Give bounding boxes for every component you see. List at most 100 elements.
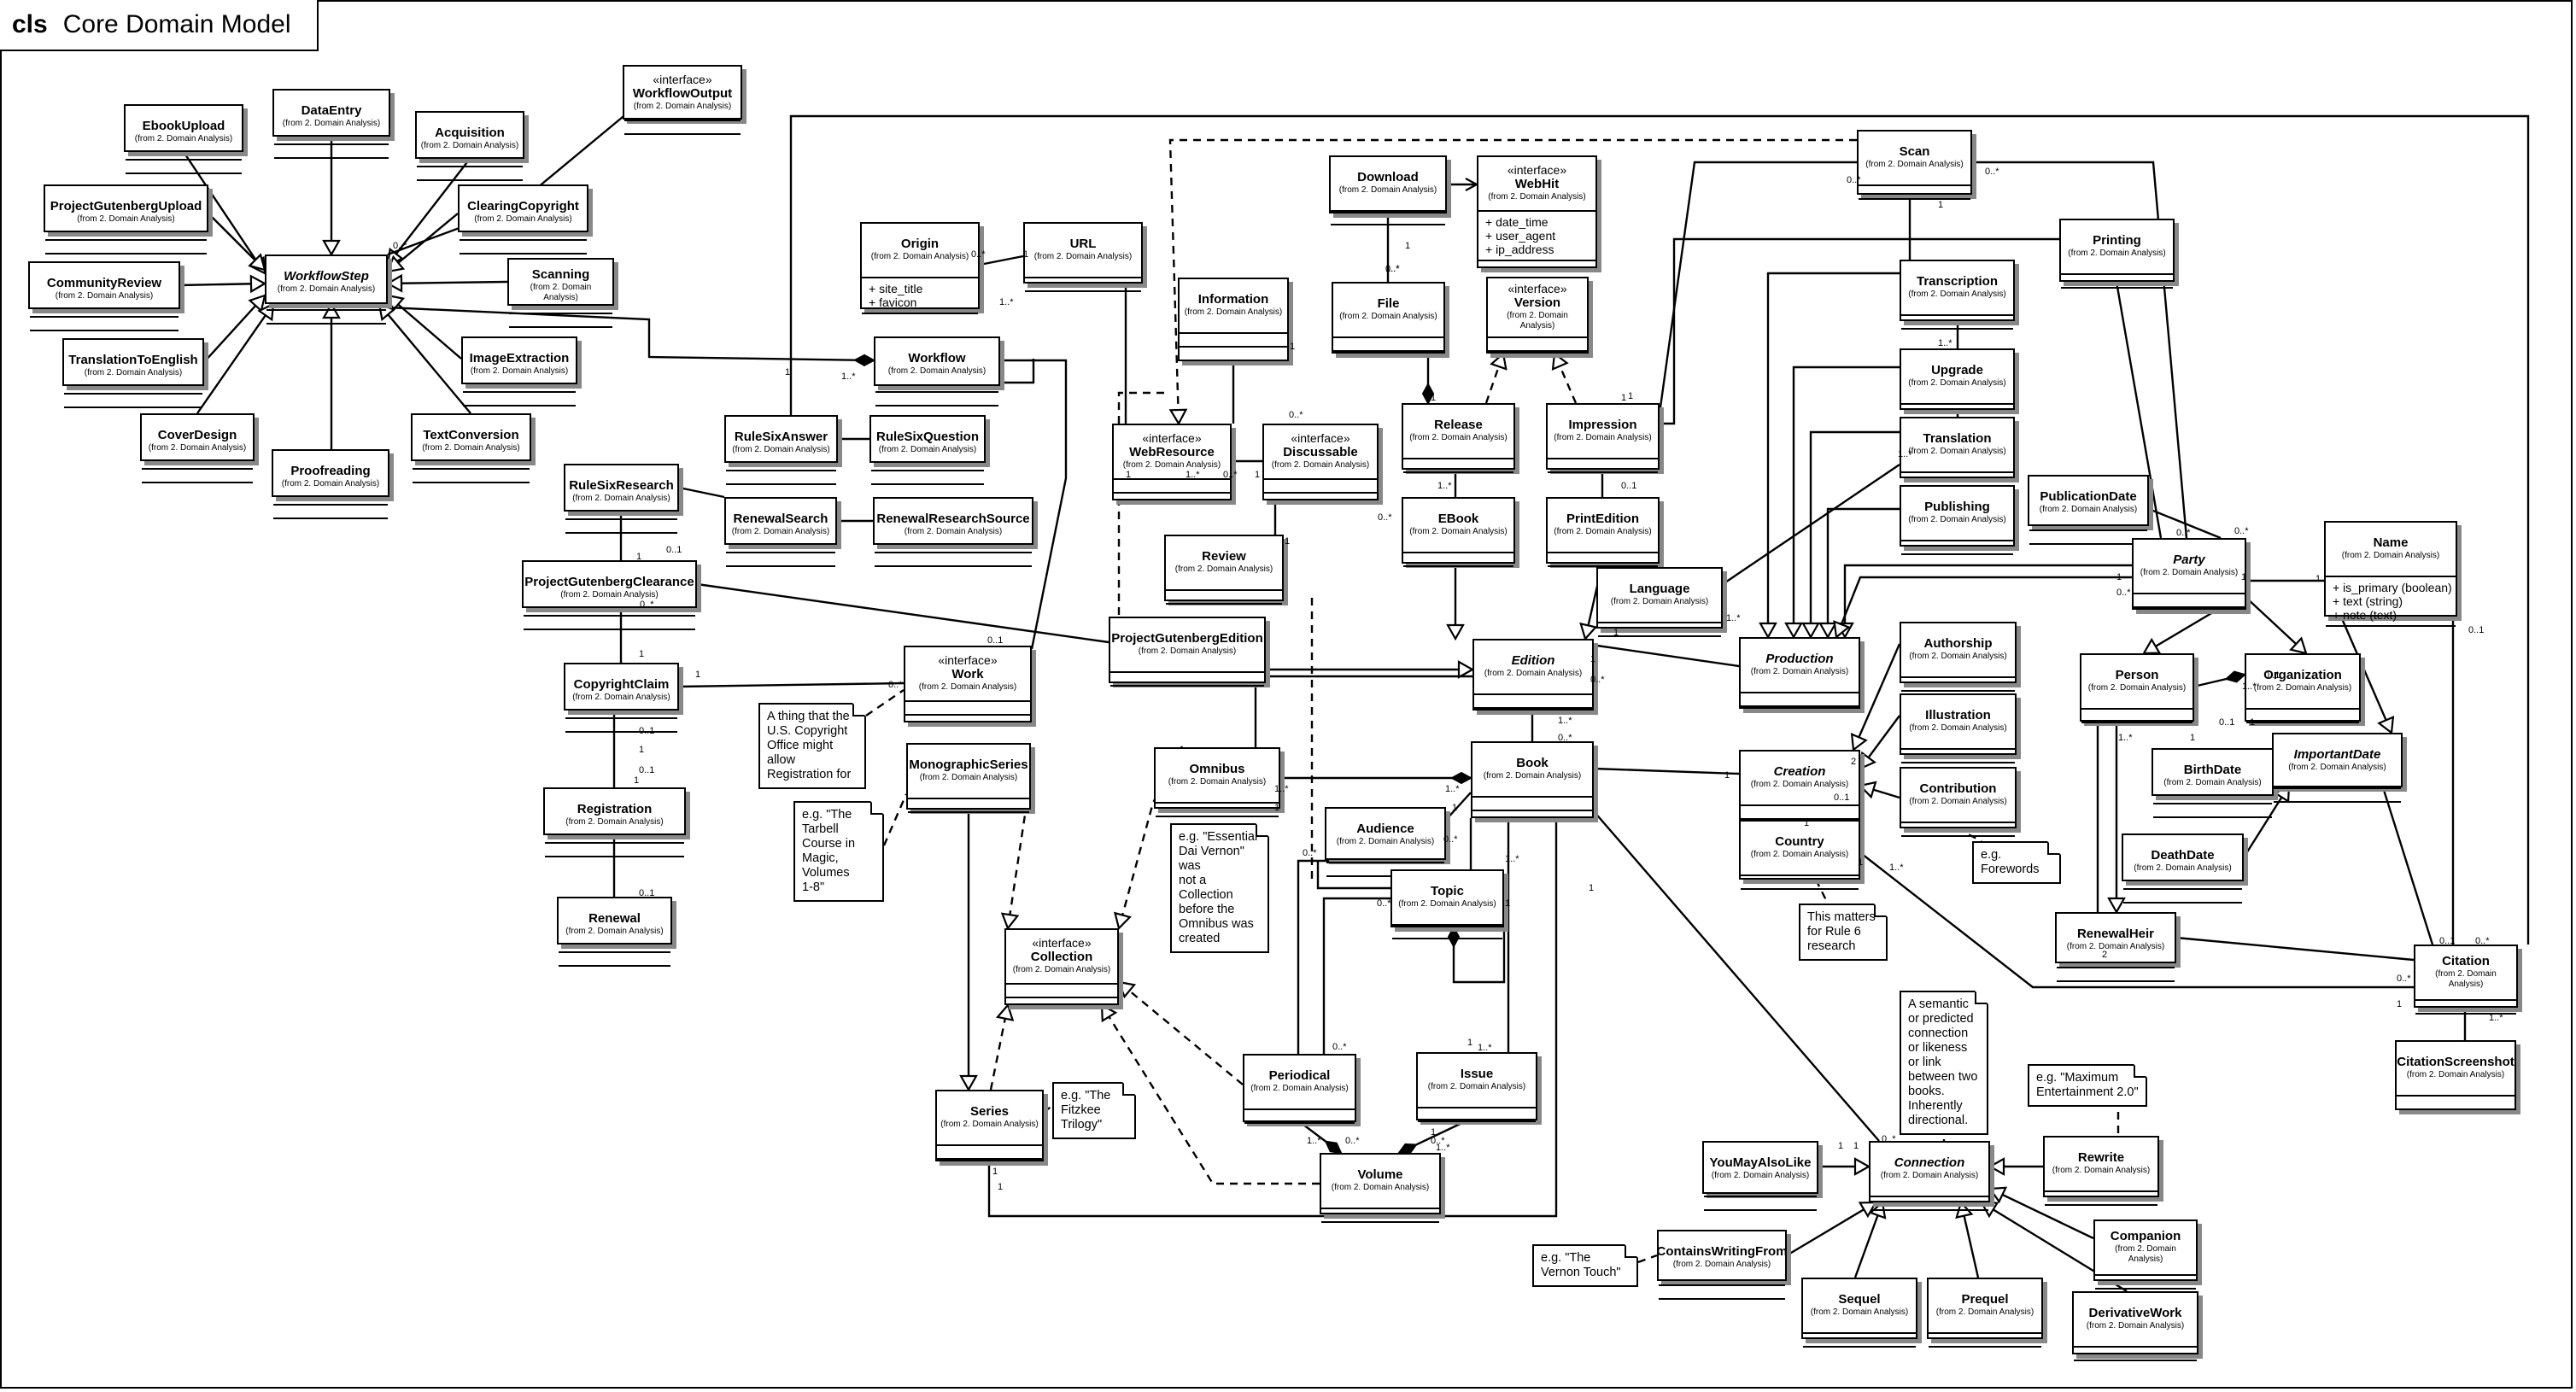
note-forewords[interactable]: e.g.Forewords <box>1972 841 2061 884</box>
class-ebookupload[interactable]: EbookUpload(from 2. Domain Analysis) <box>124 104 243 174</box>
class-communityreview[interactable]: CommunityReview(from 2. Domain Analysis) <box>28 261 180 331</box>
class-book[interactable]: Book(from 2. Domain Analysis) <box>1471 741 1594 818</box>
class-coverdesign[interactable]: CoverDesign(from 2. Domain Analysis) <box>140 413 255 483</box>
class-volume[interactable]: Volume(from 2. Domain Analysis) <box>1320 1153 1441 1223</box>
class-name: Omnibus <box>1189 762 1245 776</box>
class-printedition[interactable]: PrintEdition(from 2. Domain Analysis) <box>1546 497 1660 567</box>
class-translationtoenglish[interactable]: TranslationToEnglish(from 2. Domain Anal… <box>62 338 204 408</box>
class-work[interactable]: «interface»Work(from 2. Domain Analysis) <box>904 646 1032 722</box>
class-upgrade[interactable]: Upgrade(from 2. Domain Analysis) <box>1900 348 2015 418</box>
class-information[interactable]: Information(from 2. Domain Analysis) <box>1178 278 1289 361</box>
class-person[interactable]: Person(from 2. Domain Analysis) <box>2080 653 2194 723</box>
class-monographicseries[interactable]: MonographicSeries(from 2. Domain Analysi… <box>906 743 1031 813</box>
class-renewal[interactable]: Renewal(from 2. Domain Analysis) <box>557 897 672 967</box>
class-rulesixresearch[interactable]: RuleSixResearch(from 2. Domain Analysis) <box>564 464 679 534</box>
class-scan[interactable]: Scan(from 2. Domain Analysis) <box>1857 130 1972 200</box>
class-registration[interactable]: Registration(from 2. Domain Analysis) <box>543 787 686 857</box>
class-url[interactable]: URL(from 2. Domain Analysis) <box>1023 222 1143 292</box>
class-webhit[interactable]: «interface»WebHit(from 2. Domain Analysi… <box>1477 155 1597 268</box>
class-projectgutenbergedition[interactable]: ProjectGutenbergEdition(from 2. Domain A… <box>1109 617 1266 687</box>
class-rulesixanswer[interactable]: RuleSixAnswer(from 2. Domain Analysis) <box>724 415 838 485</box>
class-printing[interactable]: Printing(from 2. Domain Analysis) <box>2059 219 2175 289</box>
class-review[interactable]: Review(from 2. Domain Analysis) <box>1164 535 1284 605</box>
class-transcription[interactable]: Transcription(from 2. Domain Analysis) <box>1900 260 2015 330</box>
class-renewalresearchsource[interactable]: RenewalResearchSource(from 2. Domain Ana… <box>873 497 1033 567</box>
note-line: Inherently <box>1908 1099 1963 1113</box>
class-organization[interactable]: Organization(from 2. Domain Analysis) <box>2245 653 2361 723</box>
class-renewalsearch[interactable]: RenewalSearch(from 2. Domain Analysis) <box>724 497 837 567</box>
class-projectgutenbergupload[interactable]: ProjectGutenbergUpload(from 2. Domain An… <box>44 184 208 254</box>
note-line: for Rule 6 <box>1807 925 1861 939</box>
class-clearingcopyright[interactable]: ClearingCopyright(from 2. Domain Analysi… <box>458 184 588 254</box>
class-sequel[interactable]: Sequel(from 2. Domain Analysis) <box>1801 1278 1917 1348</box>
class-dataentry[interactable]: DataEntry(from 2. Domain Analysis) <box>272 89 390 159</box>
class-name: CommunityReview <box>46 276 162 290</box>
class-publishing[interactable]: Publishing(from 2. Domain Analysis) <box>1900 485 2015 555</box>
class-illustration[interactable]: Illustration(from 2. Domain Analysis) <box>1900 693 2017 763</box>
class-workflow[interactable]: Workflow(from 2. Domain Analysis) <box>874 336 1000 406</box>
class-topic[interactable]: Topic(from 2. Domain Analysis) <box>1390 869 1504 939</box>
class-version[interactable]: «interface»Version(from 2. Domain Analys… <box>1486 277 1589 354</box>
class-discussable[interactable]: «interface»Discussable(from 2. Domain An… <box>1262 424 1379 500</box>
class-publicationdate[interactable]: PublicationDate(from 2. Domain Analysis) <box>2028 475 2149 545</box>
class-citation[interactable]: Citation(from 2. Domain Analysis) <box>2414 945 2518 1015</box>
class-prequel[interactable]: Prequel(from 2. Domain Analysis) <box>1927 1278 2043 1348</box>
class-scanning[interactable]: Scanning(from 2. Domain Analysis) <box>507 258 614 328</box>
class-projectgutenbergclearance[interactable]: ProjectGutenbergClearance(from 2. Domain… <box>522 560 697 630</box>
class-origin[interactable]: Origin(from 2. Domain Analysis)+ site_ti… <box>860 222 980 314</box>
class-workflowoutput[interactable]: «interface»WorkflowOutput(from 2. Domain… <box>623 65 742 135</box>
class-ebook[interactable]: EBook(from 2. Domain Analysis) <box>1402 497 1515 567</box>
class-derivativework[interactable]: DerivativeWork(from 2. Domain Analysis) <box>2072 1291 2198 1361</box>
class-acquisition[interactable]: Acquisition(from 2. Domain Analysis) <box>415 111 524 181</box>
class-edition[interactable]: Edition(from 2. Domain Analysis) <box>1472 639 1594 711</box>
class-contribution[interactable]: Contribution(from 2. Domain Analysis) <box>1900 767 2017 837</box>
class-copyrightclaim[interactable]: CopyrightClaim(from 2. Domain Analysis) <box>564 663 679 733</box>
class-production[interactable]: Production(from 2. Domain Analysis) <box>1739 637 1860 709</box>
package-origin: (from 2. Domain Analysis) <box>1427 1082 1526 1091</box>
class-companion[interactable]: Companion(from 2. Domain Analysis) <box>2093 1219 2198 1290</box>
class-creation[interactable]: Creation(from 2. Domain Analysis) <box>1739 750 1860 822</box>
class-rewrite[interactable]: Rewrite(from 2. Domain Analysis) <box>2043 1136 2159 1206</box>
class-omnibus[interactable]: Omnibus(from 2. Domain Analysis) <box>1154 747 1280 817</box>
class-file[interactable]: File(from 2. Domain Analysis) <box>1332 282 1445 354</box>
note-line: U.S. Copyright <box>767 724 848 738</box>
class-party[interactable]: Party(from 2. Domain Analysis) <box>2132 538 2246 610</box>
class-proofreading[interactable]: Proofreading(from 2. Domain Analysis) <box>272 449 389 519</box>
class-periodical[interactable]: Periodical(from 2. Domain Analysis) <box>1243 1054 1356 1124</box>
class-impression[interactable]: Impression(from 2. Domain Analysis) <box>1546 403 1660 473</box>
class-translation[interactable]: Translation(from 2. Domain Analysis) <box>1900 417 2015 487</box>
class-imageextraction[interactable]: ImageExtraction(from 2. Domain Analysis) <box>461 336 577 406</box>
attribute-compartment <box>524 617 695 630</box>
class-issue[interactable]: Issue(from 2. Domain Analysis) <box>1416 1052 1537 1122</box>
class-audience[interactable]: Audience(from 2. Domain Analysis) <box>1325 807 1446 877</box>
class-country[interactable]: Country(from 2. Domain Analysis) <box>1739 820 1860 890</box>
class-rulesixquestion[interactable]: RuleSixQuestion(from 2. Domain Analysis) <box>869 415 986 485</box>
class-youmayalsolike[interactable]: YouMayAlsoLike(from 2. Domain Analysis) <box>1702 1141 1818 1211</box>
attribute-compartment <box>1156 804 1279 817</box>
class-collection[interactable]: «interface»Collection(from 2. Domain Ana… <box>1004 928 1119 1005</box>
class-name[interactable]: Name(from 2. Domain Analysis)+ is_primar… <box>2324 521 2457 627</box>
class-authorship[interactable]: Authorship(from 2. Domain Analysis) <box>1900 622 2017 692</box>
class-renewalheir[interactable]: RenewalHeir(from 2. Domain Analysis) <box>2055 912 2176 982</box>
class-citationscreenshot[interactable]: CitationScreenshot(from 2. Domain Analys… <box>2395 1040 2516 1110</box>
class-importantdate[interactable]: ImportantDate(from 2. Domain Analysis) <box>2272 733 2403 803</box>
class-textconversion[interactable]: TextConversion(from 2. Domain Analysis) <box>411 413 531 483</box>
class-language[interactable]: Language(from 2. Domain Analysis) <box>1596 567 1723 637</box>
class-birthdate[interactable]: BirthDate(from 2. Domain Analysis) <box>2152 748 2274 818</box>
class-webresource[interactable]: «interface»WebResource(from 2. Domain An… <box>1112 424 1232 500</box>
class-connection[interactable]: Connection(from 2. Domain Analysis) <box>1869 1141 1990 1211</box>
class-download[interactable]: Download(from 2. Domain Analysis) <box>1329 155 1447 225</box>
class-release[interactable]: Release(from 2. Domain Analysis) <box>1402 403 1515 473</box>
class-containswritingfrom[interactable]: ContainsWritingFrom(from 2. Domain Analy… <box>1656 1230 1788 1300</box>
class-deathdate[interactable]: DeathDate(from 2. Domain Analysis) <box>2122 833 2244 904</box>
class-series[interactable]: Series(from 2. Domain Analysis) <box>935 1090 1044 1161</box>
class-workflowstep[interactable]: WorkflowStep(from 2. Domain Analysis) <box>265 254 388 325</box>
